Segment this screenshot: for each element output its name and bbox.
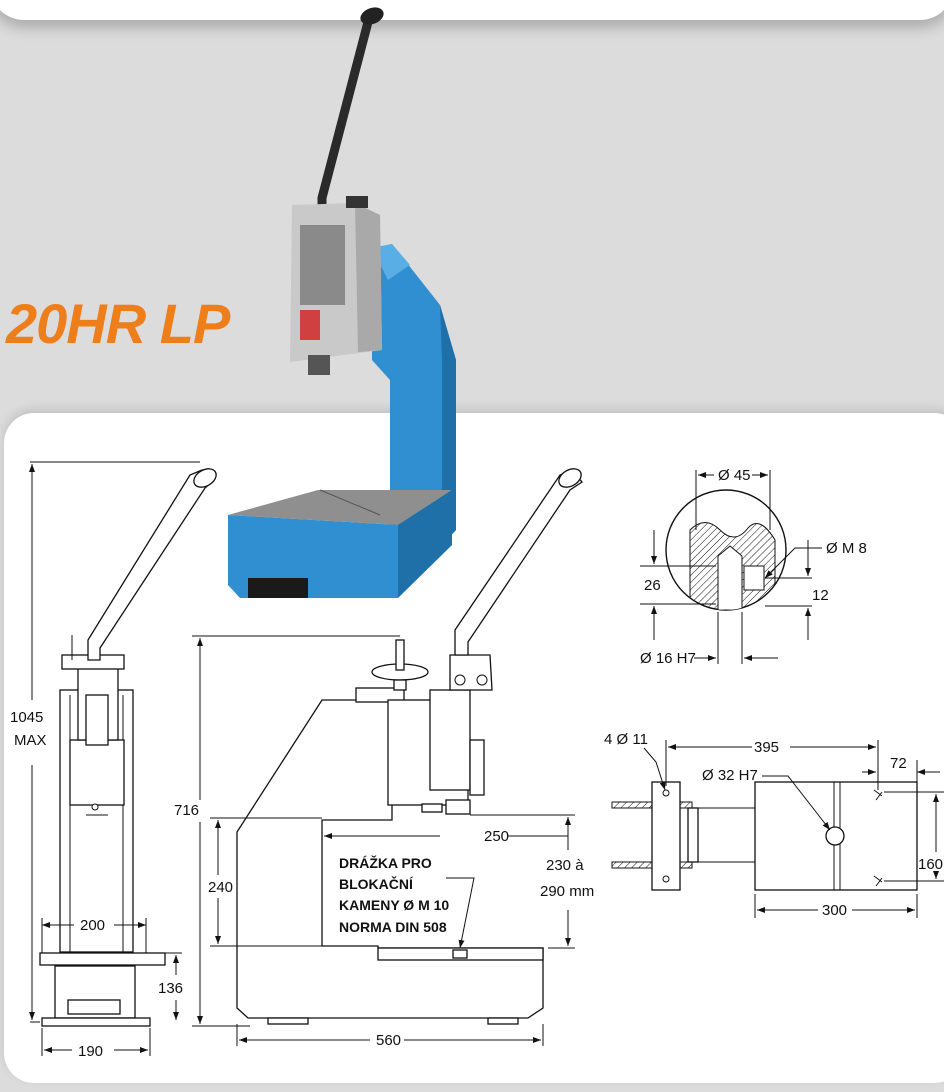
dim-length-395: 395 bbox=[754, 739, 779, 756]
dim-base-190: 190 bbox=[78, 1043, 103, 1060]
dim-thread-m8: Ø M 8 bbox=[826, 540, 867, 557]
table-plan-view: 395 72 160 300 4 Ø 11 Ø 32 H7 bbox=[604, 731, 944, 919]
front-view: 1045 MAX 200 136 190 bbox=[10, 461, 217, 1060]
note-line-1: DRÁŽKA PRO bbox=[339, 854, 432, 871]
dim-bore-32: Ø 32 H7 bbox=[702, 767, 758, 784]
dim-length-300: 300 bbox=[822, 902, 847, 919]
dim-height-716: 716 bbox=[174, 802, 199, 819]
dim-stroke-line-2: 290 mm bbox=[540, 883, 594, 900]
top-banner bbox=[0, 0, 944, 20]
dim-depth-26: 26 bbox=[644, 577, 661, 594]
dim-width-160: 160 bbox=[918, 856, 943, 873]
dim-height-max: MAX bbox=[14, 732, 47, 749]
dim-length-560: 560 bbox=[376, 1032, 401, 1049]
dim-bore-16: Ø 16 H7 bbox=[640, 650, 696, 667]
model-title: 20HR LP bbox=[6, 292, 230, 355]
dim-holes-4x11: 4 Ø 11 bbox=[604, 731, 648, 748]
ram-detail-view: Ø 45 Ø M 8 26 12 Ø 16 H7 bbox=[640, 467, 867, 667]
press-photo bbox=[228, 7, 456, 598]
note-line-3: KAMENY Ø M 10 bbox=[339, 897, 449, 913]
dim-throat-240: 240 bbox=[208, 879, 233, 896]
side-view: 716 240 250 230 à 290 mm 560 DRÁŽKA PRO … bbox=[174, 468, 594, 1049]
dim-diameter-45: Ø 45 bbox=[718, 467, 751, 484]
dim-width-200: 200 bbox=[80, 917, 105, 934]
note-line-4: NORMA DIN 508 bbox=[339, 919, 447, 935]
dim-throat-250: 250 bbox=[484, 828, 509, 845]
dim-base-136: 136 bbox=[158, 980, 183, 997]
dim-height-1045: 1045 bbox=[10, 709, 43, 726]
note-line-2: BLOKAČNÍ bbox=[339, 875, 414, 892]
dim-depth-12: 12 bbox=[812, 587, 829, 604]
dim-stroke-line-1: 230 à bbox=[546, 857, 584, 874]
dim-offset-72: 72 bbox=[890, 755, 907, 772]
